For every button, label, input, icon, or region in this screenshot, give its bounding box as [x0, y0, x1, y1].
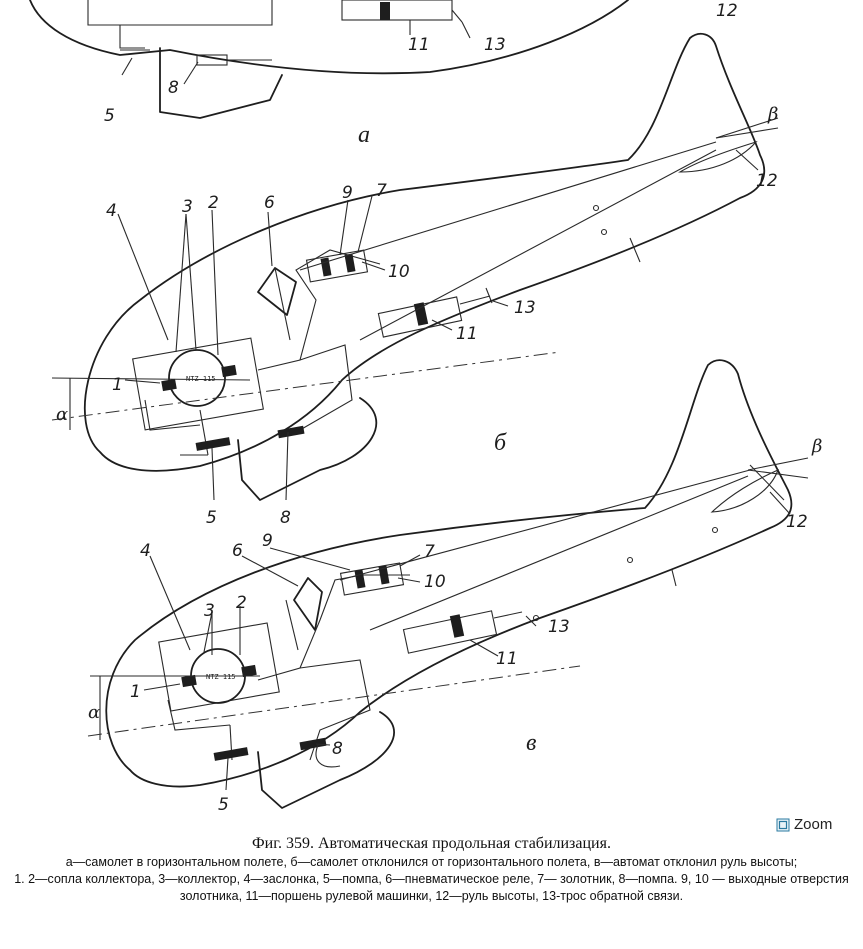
- angle-alpha-v: α: [88, 702, 100, 723]
- label-v-3: 3: [204, 601, 215, 621]
- label-b-13: 13: [514, 298, 536, 318]
- elevator-v: [710, 468, 779, 513]
- label-v-11: 11: [496, 649, 518, 669]
- pump-housing-v: [257, 711, 395, 809]
- datum-line-v: [87, 665, 581, 737]
- collector-b: [168, 349, 226, 407]
- aircraft-b: NTZ 115: [51, 32, 778, 528]
- label-b-4: 4: [106, 201, 117, 221]
- label-b-8: 8: [280, 508, 291, 528]
- pump-housing-a: [159, 47, 283, 119]
- gauge-text-v: NTZ 115: [206, 673, 236, 681]
- datum-line-b: [51, 351, 561, 421]
- caption-title: Фиг. 359. Автоматическая продольная стаб…: [252, 835, 611, 852]
- label-v-12: 12: [786, 512, 808, 532]
- figure-caption: Фиг. 359. Автоматическая продольная стаб…: [0, 834, 863, 905]
- pump-housing-b: [237, 397, 378, 501]
- elevator-b: [678, 140, 758, 173]
- part-label-b: б: [494, 430, 507, 456]
- part-label-a: а: [358, 122, 370, 148]
- label-v-9: 9: [262, 531, 273, 551]
- servo-cylinder-v: [402, 610, 498, 654]
- pneumatic-relay-v: [293, 577, 323, 631]
- spool-v: [339, 562, 405, 596]
- part-label-v: в: [526, 730, 536, 756]
- label-v-5: 5: [218, 795, 229, 815]
- label-a-8: 8: [168, 78, 179, 98]
- label-v-4: 4: [140, 541, 151, 561]
- label-b-10: 10: [388, 262, 410, 282]
- collector-box-b: [132, 337, 264, 431]
- label-b-3: 3: [182, 197, 193, 217]
- label-a-11: 11: [408, 35, 430, 55]
- label-b-12: 12: [756, 171, 778, 191]
- label-v-8: 8: [332, 739, 343, 759]
- zoom-icon: [776, 818, 790, 832]
- angle-beta-v: β: [811, 436, 822, 457]
- collector-box-v: [158, 622, 280, 712]
- fuselage-a-outline: [29, 0, 629, 75]
- label-v-10: 10: [424, 572, 446, 592]
- angle-alpha-b: α: [56, 404, 68, 425]
- label-v-1: 1: [130, 682, 141, 702]
- label-a-13: 13: [484, 35, 506, 55]
- caption-description: а—самолет в горизонтальном полете, б—сам…: [65, 855, 798, 869]
- label-v-2: 2: [236, 593, 247, 613]
- label-b-5: 5: [206, 508, 217, 528]
- zoom-label: Zoom: [794, 816, 833, 833]
- label-b-1: 1: [112, 375, 123, 395]
- label-b-7: 7: [376, 181, 387, 201]
- label-b-6: 6: [264, 193, 275, 213]
- spool-b: [305, 249, 369, 283]
- fuselage-b-outline: [83, 32, 766, 472]
- label-a-12: 12: [716, 1, 738, 21]
- label-b-9: 9: [342, 183, 353, 203]
- label-b-2: 2: [208, 193, 219, 213]
- label-a-5: 5: [104, 106, 115, 126]
- stabilization-diagram: 5 8 11 13 12 а NTZ 115: [29, 0, 822, 815]
- angle-beta-b: β: [767, 104, 778, 125]
- label-v-13: 13: [548, 617, 570, 637]
- fuselage-v-outline: [105, 359, 793, 788]
- label-v-6: 6: [232, 541, 243, 561]
- aircraft-v: NTZ 115: [87, 359, 822, 815]
- label-b-11: 11: [456, 324, 478, 344]
- caption-legend: 1. 2—сопла коллектора, 3—коллектор, 4—за…: [14, 872, 849, 903]
- pneumatic-relay-b: [257, 267, 297, 316]
- label-v-7: 7: [424, 542, 435, 562]
- aircraft-a: 5 8 11 13 12 а: [29, 0, 738, 148]
- zoom-button[interactable]: Zoom: [776, 816, 832, 833]
